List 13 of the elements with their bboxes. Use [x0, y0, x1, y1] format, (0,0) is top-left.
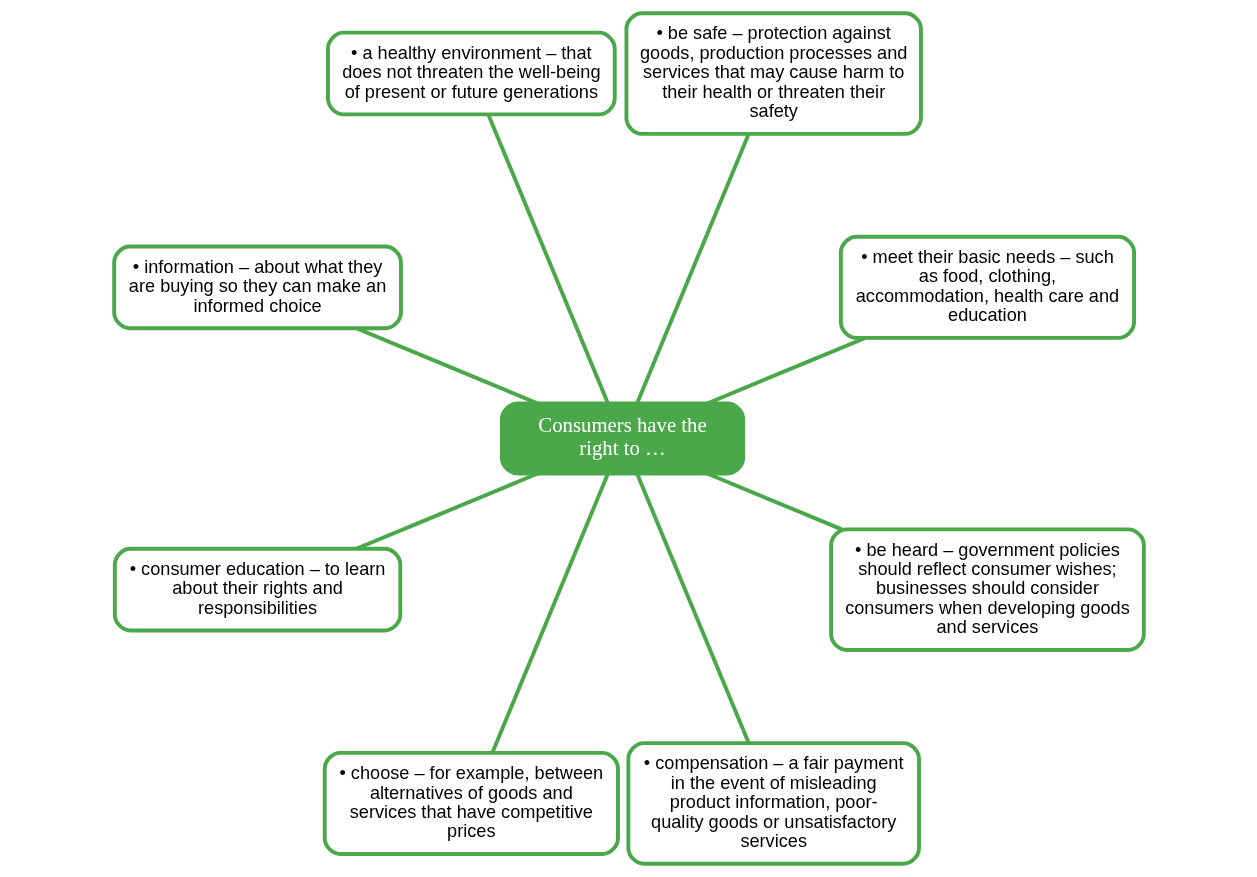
node-box: • information – about what they are buying so they can make an informed choice: [111, 244, 403, 331]
node-box: • compensation – a fair payment in the event of misleading product information, poor-quality goods or unsatisfactory services: [625, 741, 921, 866]
node-box: • a healthy environment – that does not threaten the well-being of present or future generations: [325, 30, 617, 117]
node-box: • be safe – protection against goods, production processes and services that may cause harm to their health or threaten their safety: [623, 11, 923, 136]
connector: [485, 113, 610, 404]
connector: [634, 473, 750, 744]
node-box: • be heard – government policies should reflect consumer wishes; businesses should consider consumers when developing goods and services: [828, 527, 1146, 652]
node-box: • meet their basic needs – such as food, clothing, accommodation, health care and education: [838, 234, 1136, 340]
node-box: Consumers have the right to …: [499, 401, 745, 476]
connector: [634, 133, 750, 404]
node-box: • choose – for example, between alternatives of goods and services that have competitive prices: [322, 750, 620, 856]
node-box: • consumer education – to learn about their rights and responsibilities: [112, 546, 402, 633]
connector: [490, 473, 610, 754]
